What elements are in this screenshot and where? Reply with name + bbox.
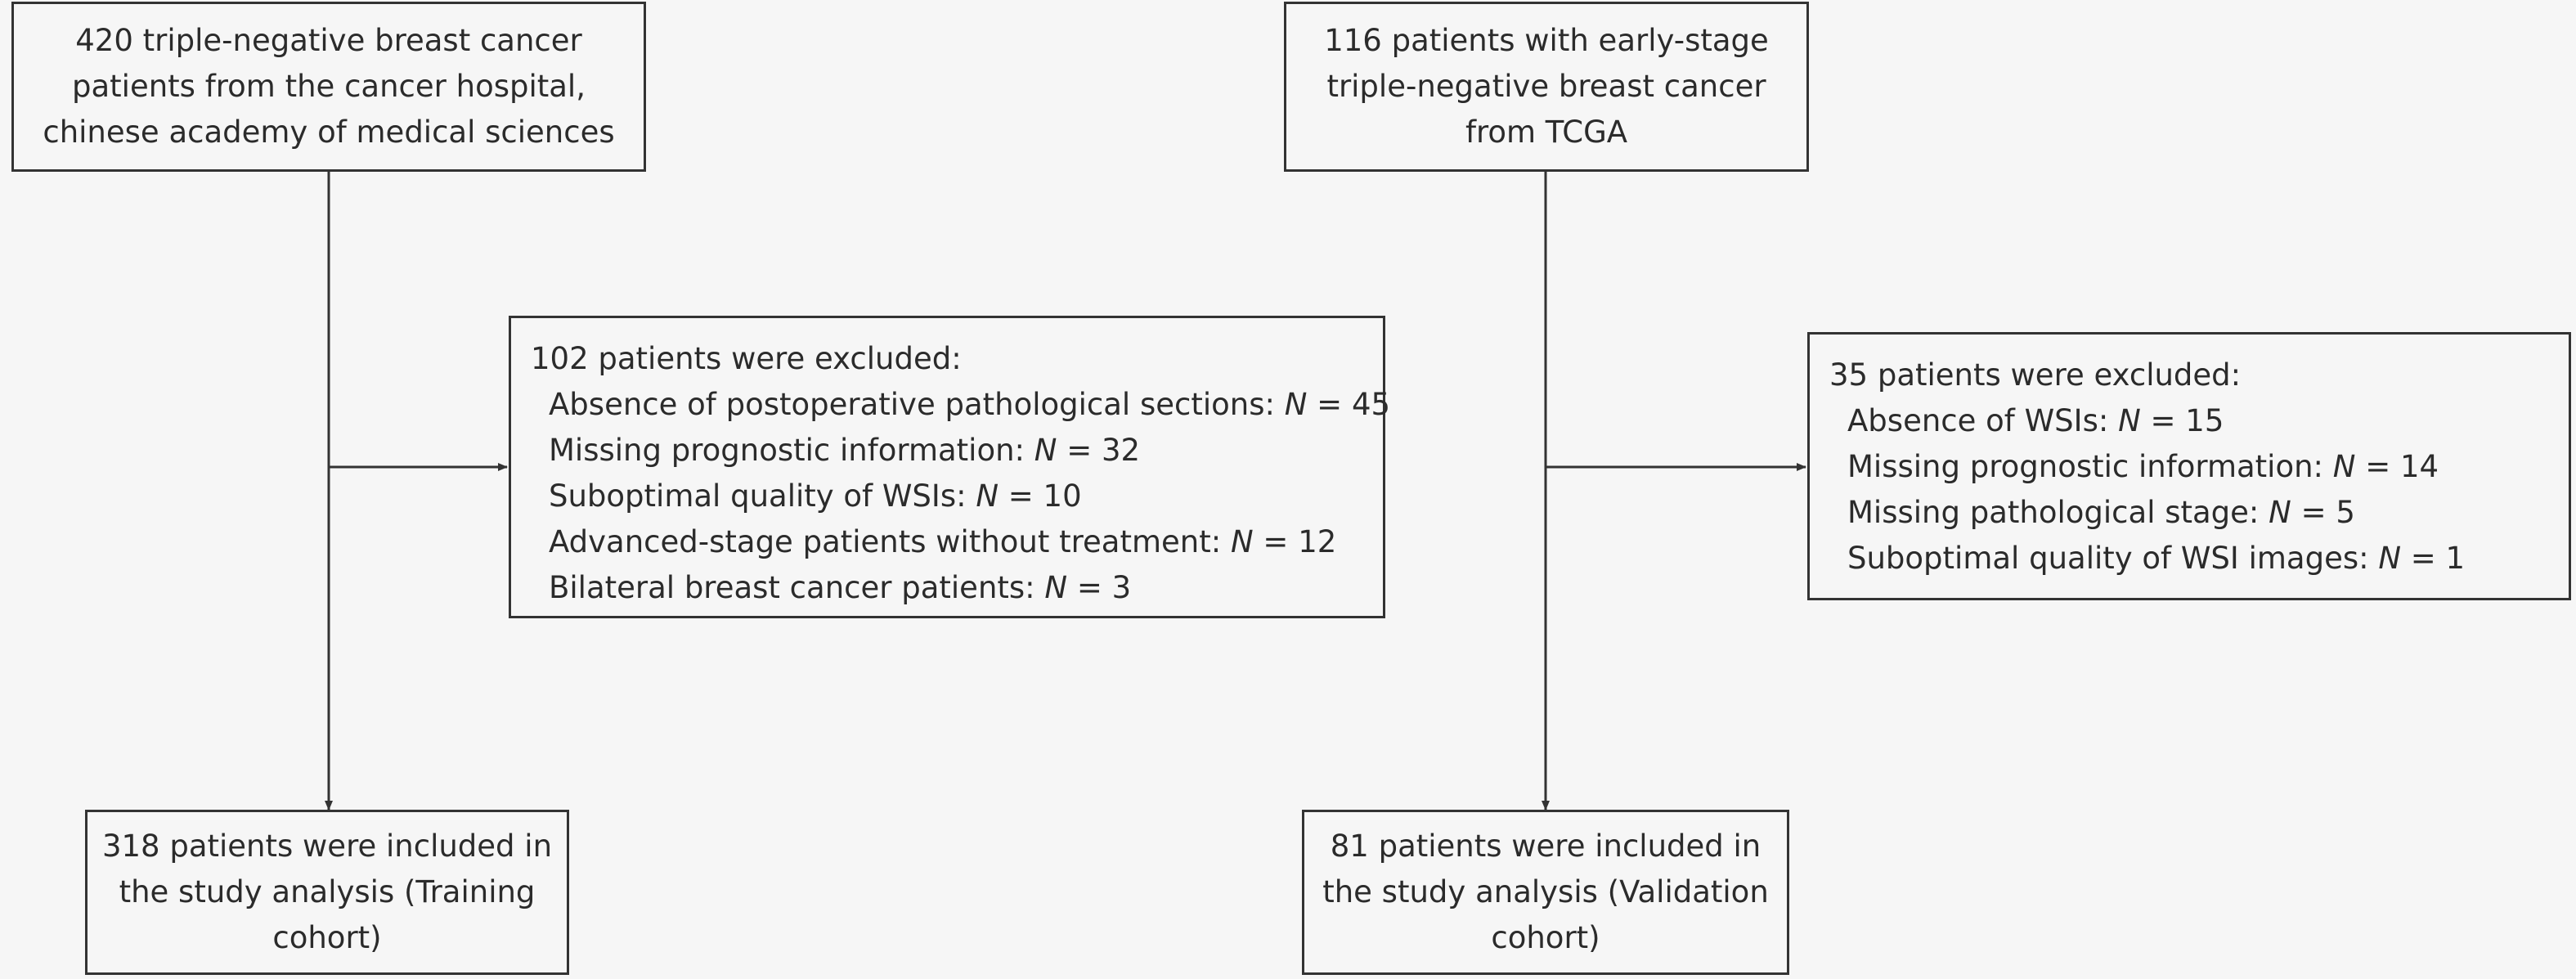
left-exclusion-box: 102 patients were excluded: Absence of p… (509, 316, 1390, 618)
right-exclusion-item: Suboptimal quality of WSI images: N = 1 (1829, 536, 2549, 582)
n-value: = 32 (1057, 433, 1141, 468)
left-result-box: 318 patients were included in the study … (85, 810, 569, 975)
exclusion-reason: Bilateral breast cancer patients: (549, 570, 1045, 605)
left-exclusion-item: Advanced-stage patients without treatmen… (531, 519, 1363, 565)
exclusion-reason: Absence of WSIs: (1847, 403, 2119, 438)
n-label: N (2118, 403, 2141, 438)
left-exclusion-item: Bilateral breast cancer patients: N = 3 (531, 565, 1363, 611)
right-source-line: from TCGA (1465, 115, 1628, 150)
left-source-line: patients from the cancer hospital, (72, 69, 586, 104)
right-source-line: 116 patients with early-stage (1324, 23, 1769, 58)
exclusion-reason: Suboptimal quality of WSI images: (1847, 541, 2379, 576)
n-value: = 12 (1253, 524, 1337, 559)
exclusion-reason: Advanced-stage patients without treatmen… (549, 524, 1231, 559)
right-result-line: cohort) (1491, 920, 1600, 955)
exclusion-reason: Absence of postoperative pathological se… (549, 387, 1285, 422)
left-exclusion-item: Missing prognostic information: N = 32 (531, 428, 1363, 474)
left-exclusion-item: Suboptimal quality of WSIs: N = 10 (531, 474, 1363, 519)
exclusion-reason: Missing prognostic information: (1847, 449, 2333, 484)
left-source-line: 420 triple-negative breast cancer (75, 23, 582, 58)
n-label: N (2332, 449, 2356, 484)
right-exclusion-item: Absence of WSIs: N = 15 (1829, 398, 2549, 444)
left-result-line: 318 patients were included in (101, 829, 553, 864)
n-label: N (1034, 433, 1057, 468)
left-source-line: chinese academy of medical sciences (43, 115, 615, 150)
left-exclusion-heading: 102 patients were excluded: (531, 341, 962, 376)
n-value: = 3 (1067, 570, 1132, 605)
left-exclusion-item: Absence of postoperative pathological se… (531, 382, 1390, 428)
n-value: = 5 (2291, 495, 2355, 530)
n-value: = 14 (2355, 449, 2439, 484)
right-exclusion-heading: 35 patients were excluded: (1829, 357, 2242, 393)
right-result-line: 81 patients were included in (1330, 829, 1761, 864)
n-label: N (2378, 541, 2402, 576)
left-result-line: the study analysis (Training (119, 874, 536, 909)
n-value: = 15 (2140, 403, 2224, 438)
n-value: = 10 (999, 478, 1082, 514)
n-value: = 45 (1307, 387, 1391, 422)
left-result-line: cohort) (272, 920, 382, 955)
n-label: N (976, 478, 999, 514)
n-label: N (1044, 570, 1068, 605)
n-label: N (2269, 495, 2291, 530)
exclusion-reason: Suboptimal quality of WSIs: (549, 478, 976, 514)
right-source-line: triple-negative breast cancer (1326, 69, 1766, 104)
right-result-line: the study analysis (Validation (1322, 874, 1769, 909)
right-exclusion-box: 35 patients were excluded: Absence of WS… (1807, 332, 2571, 600)
right-exclusion-item: Missing pathological stage: N = 5 (1829, 490, 2549, 536)
exclusion-reason: Missing pathological stage: (1847, 495, 2269, 530)
right-exclusion-item: Missing prognostic information: N = 14 (1829, 444, 2549, 490)
n-value: = 1 (2401, 541, 2466, 576)
n-label: N (1230, 524, 1254, 559)
exclusion-reason: Missing prognostic information: (549, 433, 1034, 468)
n-label: N (1284, 387, 1308, 422)
right-result-box: 81 patients were included in the study a… (1302, 810, 1789, 975)
right-source-box: 116 patients with early-stage triple-neg… (1284, 2, 1809, 172)
left-source-box: 420 triple-negative breast cancer patien… (11, 2, 646, 172)
